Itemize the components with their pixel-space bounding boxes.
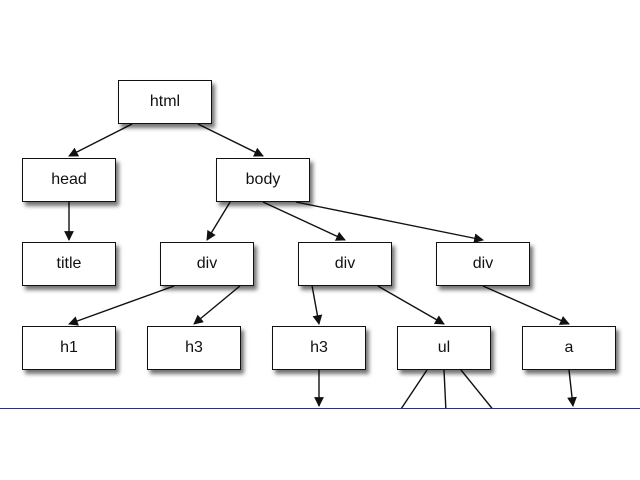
node-label: h3 — [185, 339, 203, 356]
bottom-cutoff — [0, 409, 640, 480]
node-a: a — [522, 326, 616, 370]
edge-ul-stub-3 — [460, 369, 496, 413]
edge-body-div3 — [295, 201, 484, 244]
edge-body-div1 — [206, 201, 231, 241]
node-label: div — [196, 255, 218, 272]
node-label: div — [472, 255, 494, 272]
edge-html-head — [68, 123, 133, 157]
node-div-3: div — [436, 242, 530, 286]
edge-html-body — [197, 123, 264, 157]
node-label: title — [56, 255, 82, 272]
node-label: h3 — [310, 339, 328, 356]
node-h3-1: h3 — [147, 326, 241, 370]
node-h3-2: h3 — [272, 326, 366, 370]
node-div-1: div — [160, 242, 254, 286]
edge-ul-stub-1 — [398, 369, 428, 413]
node-label: body — [245, 171, 281, 188]
node-label: a — [564, 339, 574, 356]
node-body: body — [216, 158, 310, 202]
edge-div3-a — [482, 285, 570, 325]
node-head: head — [22, 158, 116, 202]
node-label: html — [149, 93, 181, 110]
edge-div2-ul — [377, 285, 445, 325]
node-div-2: div — [298, 242, 392, 286]
divider-line — [0, 408, 640, 409]
edge-a-stub — [567, 369, 577, 407]
node-title: title — [22, 242, 116, 286]
edge-body-div2 — [262, 201, 346, 241]
node-ul: ul — [397, 326, 491, 370]
node-label: h1 — [60, 339, 78, 356]
node-html: html — [118, 80, 212, 124]
edge-div1-h1 — [68, 285, 175, 326]
edge-div2-h3b — [311, 285, 323, 325]
node-h1: h1 — [22, 326, 116, 370]
edge-ul-stub-2 — [443, 369, 447, 413]
node-label: div — [334, 255, 356, 272]
edge-div1-h3a — [193, 285, 241, 325]
node-label: ul — [437, 339, 451, 356]
node-label: head — [51, 171, 87, 188]
